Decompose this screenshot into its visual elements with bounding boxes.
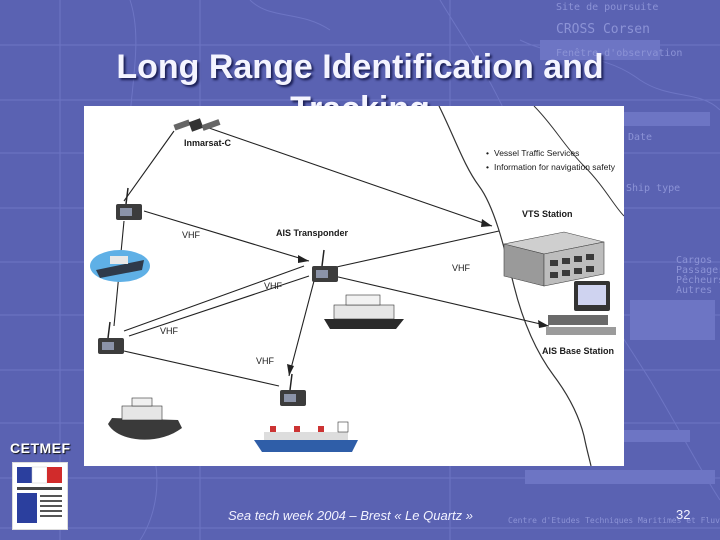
- link-sat-vts: [208, 127, 493, 227]
- page-number: 32: [676, 507, 691, 522]
- vts-station-icon: [503, 231, 605, 287]
- ghost-checkbox: Autres: [676, 285, 713, 296]
- ghost-text: Site de poursuite: [556, 2, 659, 13]
- arrowhead: [298, 255, 309, 263]
- link-vhf2-vhf3: [123, 350, 280, 387]
- ship-icon: [90, 250, 150, 282]
- bullet-item: Information for navigation safety: [486, 162, 624, 172]
- link-sat-vhf1: [123, 130, 175, 202]
- link-vhf2-transponder-2: [128, 275, 310, 337]
- ghost-text: Centre d'Etudes Techniques Maritimes et …: [508, 516, 720, 525]
- slide-footer: Sea tech week 2004 – Brest « Le Quartz »: [228, 508, 473, 523]
- link-vhf2-transponder: [123, 265, 305, 332]
- bullet-item: Vessel Traffic Services: [486, 148, 624, 158]
- org-label: CETMEF: [10, 440, 71, 456]
- ghost-checkbox: Pêcheurs: [676, 275, 720, 286]
- arrowhead: [287, 364, 294, 376]
- coastline-edge: [533, 106, 624, 217]
- vhf-link-label: VHF: [160, 326, 178, 336]
- vts-station-label: VTS Station: [522, 209, 573, 219]
- lrit-diagram: Inmarsat-C AIS Transponder VTS Station A…: [84, 106, 624, 466]
- ghost-checkbox: Passagers: [676, 265, 720, 276]
- link-transponder-vts: [331, 230, 500, 269]
- vhf-radio-icon: [280, 373, 306, 406]
- ship-icon: [324, 294, 404, 329]
- coastline: [438, 106, 592, 466]
- ghost-text: Ship type: [626, 183, 681, 194]
- ghost-text: Fenêtre d'observation: [556, 48, 683, 59]
- ais-base-station-icon: [546, 281, 616, 335]
- vhf-radio-icon: [312, 249, 338, 282]
- link-transponder-vhf3: [288, 280, 315, 377]
- ais-transponder-label: AIS Transponder: [276, 228, 349, 238]
- inmarsat-label: Inmarsat-C: [184, 138, 232, 148]
- ais-base-station-label: AIS Base Station: [542, 346, 615, 356]
- republique-francaise-logo: [12, 462, 68, 530]
- satellite-icon: [173, 118, 221, 132]
- arrowhead: [538, 320, 549, 328]
- vhf-radio-icon: [116, 187, 142, 220]
- ship-icon: [254, 421, 358, 452]
- vhf-link-label: VHF: [256, 356, 274, 366]
- ghost-text: CROSS Corsen: [556, 22, 650, 37]
- vhf-radio-icon: [98, 321, 124, 354]
- diagram-graphics: [90, 106, 624, 466]
- ship-icon: [108, 397, 182, 440]
- slide-title-line-1: Long Range Identification and: [116, 48, 604, 86]
- ghost-checkbox: Cargos: [676, 255, 713, 266]
- ghost-text: Date: [628, 132, 653, 143]
- vhf-link-label: VHF: [264, 281, 282, 291]
- link-vhf1-transponder: [143, 210, 310, 262]
- vhf-link-label: VHF: [452, 263, 470, 273]
- vhf-link-label: VHF: [182, 230, 200, 240]
- link-transponder-base: [333, 275, 550, 327]
- arrowhead: [481, 219, 492, 227]
